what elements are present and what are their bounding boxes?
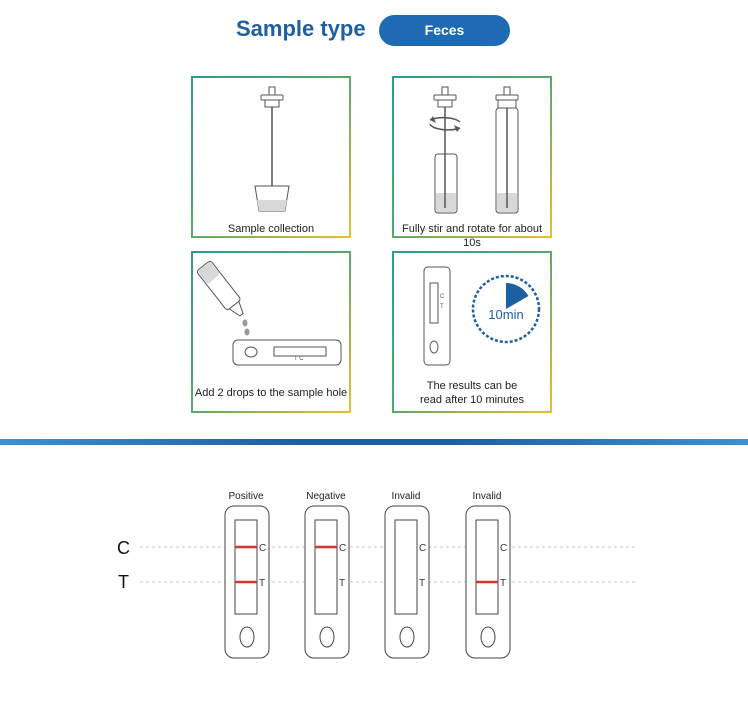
cassette-label: Invalid xyxy=(391,491,421,502)
test-cassette: CT xyxy=(384,505,430,659)
cassette-timer-illustration: C T xyxy=(423,266,541,366)
t-marker: T xyxy=(259,578,265,589)
tube-rotate-illustration xyxy=(429,86,519,214)
step-panel-read-results: C T 10min The results can be read after … xyxy=(392,251,552,413)
section-divider xyxy=(0,439,748,445)
t-marker: T xyxy=(500,578,506,589)
sample-well xyxy=(239,626,255,648)
result-window xyxy=(475,519,499,615)
result-window xyxy=(314,519,338,615)
sample-well xyxy=(399,626,415,648)
sampling-stick-cup-illustration xyxy=(254,86,290,212)
step-caption: Fully stir and rotate for about 10s xyxy=(401,223,542,249)
step-panel-sample-collection: Sample collection xyxy=(191,76,351,238)
c-marker: C xyxy=(259,543,266,554)
test-cassette: CT xyxy=(224,505,270,659)
t-marker: T xyxy=(419,578,425,589)
result-window xyxy=(234,519,258,615)
step-caption-line1: The results can be xyxy=(426,380,518,392)
cassette-label: Negative xyxy=(306,491,346,502)
row-label-c: C xyxy=(117,538,130,558)
sample-type-badge: Feces xyxy=(379,15,510,46)
t-marker: T xyxy=(339,578,345,589)
svg-text:T C: T C xyxy=(294,356,304,362)
sample-well xyxy=(319,626,335,648)
test-cassette: CT xyxy=(304,505,350,659)
svg-text:T: T xyxy=(440,304,444,310)
timer-label: 10min xyxy=(488,307,524,322)
step-caption: Sample collection xyxy=(227,223,315,235)
svg-text:C: C xyxy=(440,294,445,300)
row-label-t: T xyxy=(118,572,129,592)
dropper-cassette-illustration: T C xyxy=(196,260,342,366)
step-caption: Add 2 drops to the sample hole xyxy=(194,387,348,399)
c-marker: C xyxy=(419,543,426,554)
step-panel-add-drops: T C Add 2 drops to the sample hole xyxy=(191,251,351,413)
sample-well xyxy=(480,626,496,648)
test-cassette: CT xyxy=(465,505,511,659)
step-panel-stir-rotate: Fully stir and rotate for about 10s xyxy=(392,76,552,249)
result-window xyxy=(394,519,418,615)
page-title: Sample type xyxy=(236,16,366,41)
cassette-label: Invalid xyxy=(472,491,502,502)
c-marker: C xyxy=(339,543,346,554)
c-marker: C xyxy=(500,543,507,554)
cassette-label: Positive xyxy=(228,491,264,502)
step-caption-line2: read after 10 minutes xyxy=(420,394,524,406)
